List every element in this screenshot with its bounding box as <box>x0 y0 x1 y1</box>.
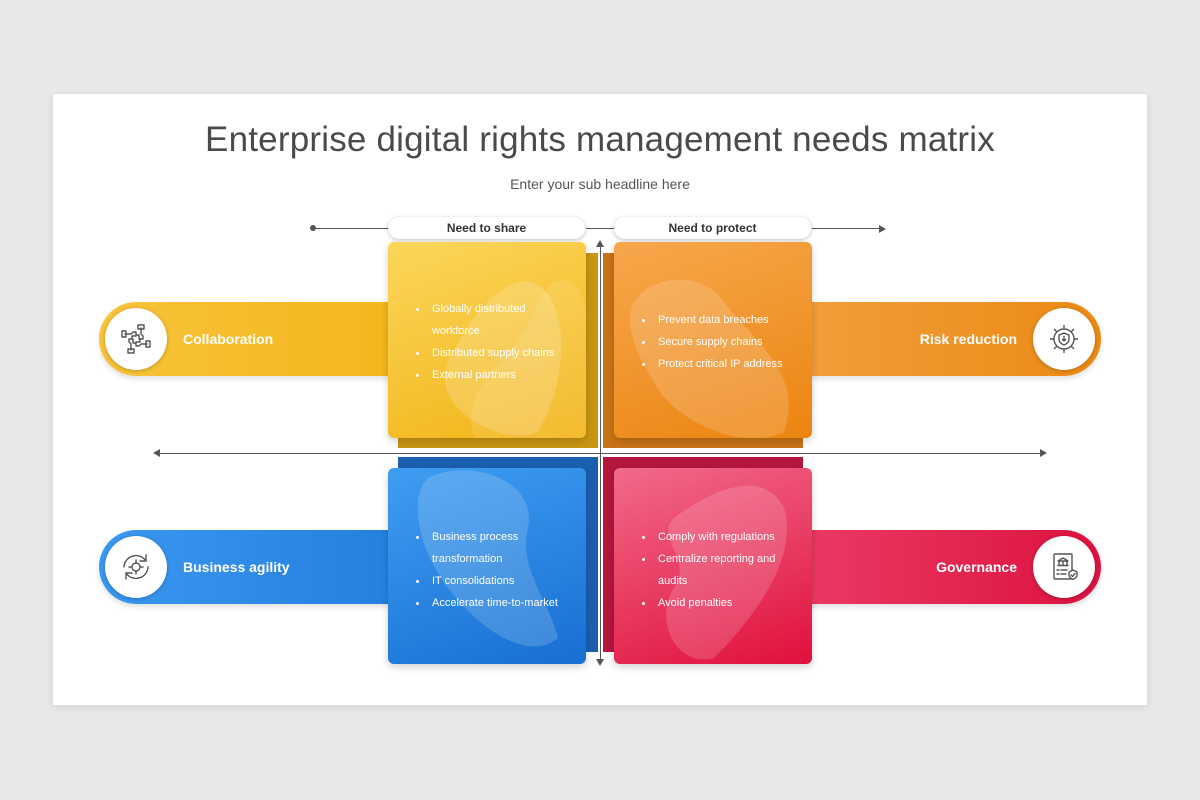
governance-icon-ring <box>1033 536 1095 598</box>
collaboration-icon-ring <box>105 308 167 370</box>
top-axis-right <box>812 228 880 229</box>
list-item: Accelerate time-to-market <box>428 592 572 614</box>
list-item: External partners <box>428 364 572 386</box>
document-bank-icon <box>1053 553 1078 581</box>
hands-circle-icon <box>121 324 151 354</box>
list-item: IT consolidations <box>428 570 572 592</box>
row-label-governance: Governance <box>936 559 1017 575</box>
quadrant-share-agility: Business process transformation IT conso… <box>388 468 586 664</box>
business-agility-icon-ring <box>105 536 167 598</box>
list-item: Protect critical IP address <box>654 353 798 375</box>
list-item: Avoid penalties <box>654 592 798 614</box>
column-need-to-share: Need to share <box>388 217 585 239</box>
mid-axis-arrow-right <box>1040 449 1047 457</box>
quadrant-decoration <box>417 470 558 647</box>
quadrant-share-collaboration: Globally distributed workforce Distribut… <box>388 242 586 438</box>
column-need-to-protect: Need to protect <box>614 217 811 239</box>
vertical-axis-arrow-up <box>596 240 604 247</box>
quadrant-list: Globally distributed workforce Distribut… <box>410 298 572 386</box>
top-axis-mid <box>586 228 614 229</box>
quadrant-list: Comply with regulations Centralize repor… <box>636 526 798 614</box>
slide: Enterprise digital rights management nee… <box>53 94 1147 705</box>
quadrant-decoration <box>666 485 787 660</box>
list-item: Globally distributed workforce <box>428 298 572 342</box>
quadrant-list: Business process transformation IT conso… <box>410 526 572 614</box>
axis-start-dot <box>310 225 316 231</box>
row-label-collaboration: Collaboration <box>183 331 274 347</box>
quadrant-protect-risk: Prevent data breaches Secure supply chai… <box>614 242 812 438</box>
page-title: Enterprise digital rights management nee… <box>205 120 995 159</box>
list-item: Business process transformation <box>428 526 572 570</box>
top-axis-arrow <box>879 225 886 233</box>
gear-cycle-icon <box>123 554 149 580</box>
row-label-risk-reduction: Risk reduction <box>919 331 1017 347</box>
list-item: Distributed supply chains <box>428 342 572 364</box>
mid-axis-arrow-left <box>153 449 160 457</box>
quadrant-protect-governance: Comply with regulations Centralize repor… <box>614 468 812 664</box>
quadrant-decoration <box>630 279 789 438</box>
page-subtitle: Enter your sub headline here <box>510 176 690 192</box>
list-item: Comply with regulations <box>654 526 798 548</box>
quadrant-decoration <box>444 280 586 438</box>
vertical-axis <box>600 246 601 660</box>
top-axis-left <box>315 228 389 229</box>
list-item: Secure supply chains <box>654 331 798 353</box>
risk-reduction-icon-ring <box>1033 308 1095 370</box>
quadrant-list: Prevent data breaches Secure supply chai… <box>636 309 798 375</box>
list-item: Centralize reporting and audits <box>654 548 798 592</box>
gear-shield-icon <box>1050 325 1078 353</box>
vertical-axis-arrow-down <box>596 659 604 666</box>
list-item: Prevent data breaches <box>654 309 798 331</box>
row-label-business-agility: Business agility <box>183 559 290 575</box>
